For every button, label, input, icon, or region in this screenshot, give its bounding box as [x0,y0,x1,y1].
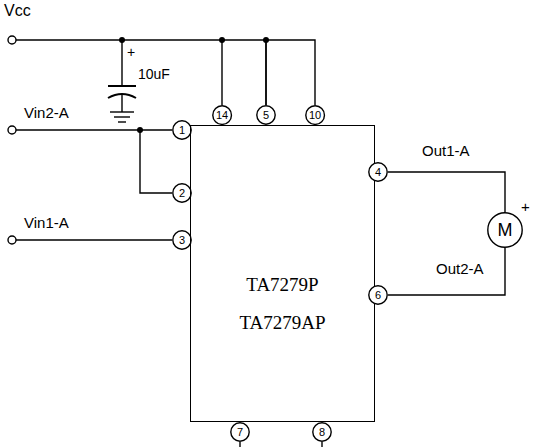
pin-number: 2 [172,183,192,203]
pin-number-text: 5 [263,109,269,121]
ground-symbol [110,111,134,112]
input-wire [16,239,172,240]
pin-number: 10 [305,105,325,125]
motor-symbol: M [487,212,523,248]
signal-name: Vin1-A [24,214,69,231]
terminal [8,126,16,134]
motor-letter: M [498,220,513,241]
pin-outline [173,184,191,202]
capacitor-value: 10uF [138,66,170,82]
pin-number-text: 8 [319,426,325,438]
pin-number: 3 [172,230,192,250]
terminal [8,36,16,44]
cap-wire [121,40,122,86]
pin-outline [369,163,387,181]
supply-label: Vcc [4,2,31,20]
polarity-mark: + [127,44,135,60]
motor-outline [488,213,522,247]
wire [388,172,505,212]
pin-number: 5 [256,105,276,125]
signal-name: Out2-A [436,260,484,277]
pin-number-text: 7 [237,426,243,438]
ic-package: TA7279P TA7279AP [190,125,375,422]
pin-number-text: 3 [179,234,185,246]
pin-stub [321,442,322,447]
pin-number: 4 [368,162,388,182]
pin-number-text: 2 [179,187,185,199]
pin-outline [231,423,249,441]
pin-number-text: 14 [216,109,228,121]
ground-symbol [118,121,126,122]
junction-dot [119,37,125,43]
pin-number: 14 [212,105,232,125]
pin-number-text: 10 [309,109,321,121]
wire [266,40,315,105]
signal-name: Vin2-A [24,104,69,121]
pin-number: 6 [368,285,388,305]
pin-stub [239,442,240,447]
pin-number: 7 [230,422,250,442]
pin-number-text: 6 [375,289,381,301]
wire [388,248,505,295]
cap-wire [121,94,122,112]
part-number: TA7279AP [239,312,325,334]
pin-outline [173,231,191,249]
pin-number-text: 1 [179,124,185,136]
pin-outline [369,286,387,304]
pin-outline [173,121,191,139]
pin-outline [306,106,325,125]
wire [222,40,266,105]
ground-symbol [114,116,130,117]
pin-number: 8 [312,422,332,442]
terminal [8,236,16,244]
pin-outline [213,106,232,125]
pin-number-text: 4 [375,166,381,178]
wire [140,130,172,193]
part-number: TA7279P [246,274,318,296]
pin-outline [257,106,275,124]
signal-name: Out1-A [422,142,470,159]
pin-outline [313,423,331,441]
pin-number: 1 [172,120,192,140]
input-wire [16,129,140,130]
polarity-mark: + [521,198,530,215]
capacitor-symbol [108,85,136,87]
